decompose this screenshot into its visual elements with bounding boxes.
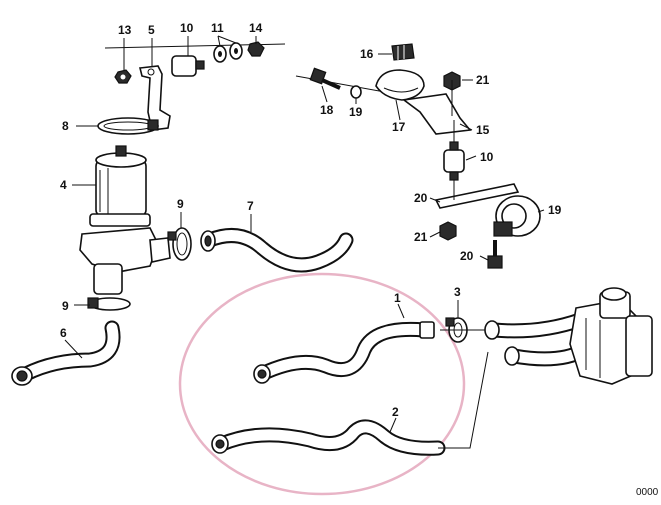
hose-1 [253,321,435,384]
callout-4: 4 [60,178,67,192]
bracket-5 [139,65,171,131]
callout-13: 15 [476,123,490,137]
callout-5: 5 [148,23,155,37]
callout-9-right: 9 [177,197,184,211]
callout-20: 20 [460,249,474,263]
bolt-20 [487,240,503,269]
callout-6: 6 [60,326,67,340]
hose-6 [11,320,121,386]
hose-2 [211,419,446,456]
callout-11: 11 [211,21,224,35]
leader-lines [64,35,545,433]
callout-12-left: 13 [118,23,132,37]
highlight-ellipse [178,272,466,496]
bracket-assembly [104,41,286,131]
callout-12-right: 14 [249,21,263,35]
water-pump-4 [79,145,171,295]
callout-8: 8 [62,119,69,133]
callout-10-right: 10 [480,150,494,164]
hose-7 [200,228,354,273]
bolt-16 [295,67,397,95]
callout-2: 2 [392,405,399,419]
mount-19 [493,195,541,237]
callout-21-lower: 21 [414,230,428,244]
callout-18: 20 [414,191,428,205]
grommet-14 [391,43,415,61]
callout-19: 19 [548,203,562,217]
rubber-mount-10-top [171,55,197,77]
callout-21-top: 21 [476,73,490,87]
washer-17 [350,85,362,99]
nut-12-right [247,41,265,57]
heater-valve [484,287,653,385]
callout-17: 19 [349,105,363,119]
callout-15: 17 [392,120,406,134]
callout-3: 3 [454,285,461,299]
bracket-13 [401,93,472,135]
nut-21-lower [439,221,457,241]
image-code: 0000 [636,487,659,498]
strap-clamp-15 [375,69,425,101]
callout-9-left: 9 [62,299,69,313]
bracket-18 [434,183,520,209]
callout-1: 1 [394,291,401,305]
callout-14: 16 [360,47,374,61]
rubber-mount-10-right [443,149,465,173]
callout-10-top: 10 [180,21,194,35]
callout-16: 18 [320,103,334,117]
callout-7: 7 [247,199,254,213]
